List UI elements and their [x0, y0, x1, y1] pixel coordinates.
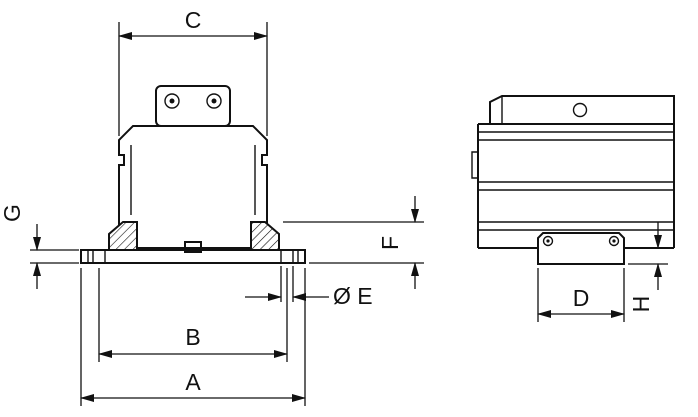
bracket-screw-front-center: [546, 239, 550, 243]
dim-g-extension-lines: [30, 249, 79, 264]
clamp-screw-right-center: [211, 98, 217, 104]
dim-a-extension-lines: [80, 268, 306, 406]
dimension-d: D: [537, 268, 625, 322]
base-flange: [80, 249, 306, 264]
clamp-screw-left-center: [169, 98, 175, 104]
dimension-e: Ø E: [245, 266, 373, 309]
dimension-f: F: [283, 196, 424, 289]
dimension-b: B: [98, 268, 288, 362]
dim-f-extension-lines: [283, 221, 424, 264]
tenon: [184, 241, 202, 253]
dim-h-extension-lines: [628, 247, 668, 265]
carriage-plate: [489, 95, 675, 125]
clamp-screw-right-icon: [206, 93, 222, 109]
carriage-hole: [572, 102, 588, 118]
sensor-slot: [471, 151, 478, 179]
body-groove-lines: [478, 131, 674, 231]
dimension-a: A: [80, 268, 306, 406]
flange-hole-left: [92, 250, 106, 263]
dim-label-g: G: [0, 204, 25, 222]
body-profile: [118, 125, 268, 249]
flange-hole-right: [280, 250, 294, 263]
side-view: D H: [471, 95, 675, 322]
foot-bracket-side: [537, 232, 625, 265]
dim-label-b: B: [185, 324, 200, 350]
dim-label-f: F: [377, 236, 403, 250]
actuator-body: [477, 123, 675, 249]
dim-label-e: Ø E: [333, 283, 373, 309]
body-inner-lines: [130, 145, 256, 215]
bracket-screw-rear-center: [612, 239, 616, 243]
front-view: C G F Ø E B: [0, 7, 424, 406]
dim-label-a: A: [185, 369, 201, 395]
dim-label-d: D: [573, 285, 590, 311]
dim-label-h: H: [628, 296, 654, 313]
flange-foot-edges: [87, 250, 299, 263]
dimension-c: C: [118, 7, 268, 136]
clamp-jaw-right: [250, 221, 280, 251]
bracket-screw-front-icon: [542, 235, 554, 247]
clamp-screw-left-icon: [164, 93, 180, 109]
dimension-g: G: [0, 204, 79, 289]
bracket-screw-rear-icon: [608, 235, 620, 247]
dimension-h: H: [628, 222, 668, 312]
dim-label-c: C: [185, 7, 202, 33]
clamp-jaw-left: [108, 221, 138, 251]
dim-b-extension-lines: [98, 268, 288, 362]
dim-c-extension-lines: [118, 22, 268, 136]
